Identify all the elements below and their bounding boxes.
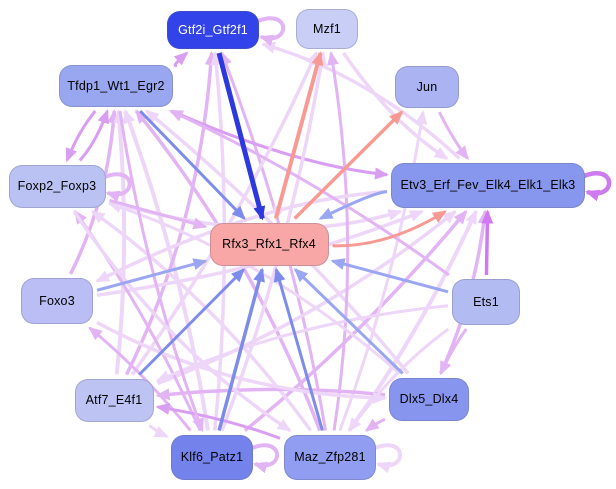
node-etv3[interactable]: Etv3_Erf_Fev_Elk4_Elk1_Elk3 [391,162,585,208]
edge-foxp2-tfdp1 [78,109,109,162]
edge-maz-rfx3 [273,267,324,431]
edge-tfdp1-rfx3 [139,109,246,220]
edge-foxo3-dlx5 [96,320,387,404]
edge-etv3-gtf2i [261,41,461,160]
edge-ets1-maz [348,327,450,433]
edge-dlx5-rfx3 [293,268,404,375]
edge-atf7-tfdp1 [113,109,127,375]
node-dlx5[interactable]: Dlx5_Dlx4 [389,377,469,421]
edge-atf7-rfx3 [138,268,246,376]
edge-rfx3-etv3 [332,210,447,248]
edge-ets1-dlx5 [439,328,468,376]
self-loop-etv3 [583,171,612,202]
edge-klf6-rfx3 [217,267,265,431]
node-jun[interactable]: Jun [395,66,459,108]
node-foxo3[interactable]: Foxo3 [21,278,93,324]
edge-tfdp1-etv3 [171,109,389,180]
edge-rfx3-mzf1 [273,51,324,220]
self-loop-klf6 [251,443,280,474]
node-mzf1[interactable]: Mzf1 [296,9,358,49]
edge-dlx5-maz [364,417,386,432]
node-klf6[interactable]: Klf6_Patz1 [171,434,253,480]
edge-tfdp1-gtf2i [173,51,189,68]
edge-tfdp1-foxp2 [65,110,97,163]
edge-foxo3-rfx3 [96,258,208,292]
node-ets1[interactable]: Ets1 [452,279,520,325]
edge-klf6-etv3 [243,209,468,432]
node-gtf2i[interactable]: Gtf2i_Gtf2f1 [167,11,259,49]
edge-maz-jun [338,110,428,432]
edge-atf7-mzf1 [130,51,318,376]
node-atf7[interactable]: Atf7_E4f1 [74,378,154,422]
edge-gtf2i-rfx3 [216,52,266,221]
edge-dlx5-atf7 [155,387,386,401]
self-loop-foxp2 [103,172,132,203]
node-rfx3[interactable]: Rfx3_Rfx1_Rfx4 [209,222,329,266]
self-loop-gtf2i [257,16,286,47]
edge-etv3-foxo3 [95,189,388,283]
edge-ets1-etv3 [481,209,494,276]
node-tfdp1[interactable]: Tfdp1_Wt1_Egr2 [59,65,173,107]
edge-klf6-foxo3 [88,326,192,432]
edge-rfx3-jun [293,110,404,220]
node-maz[interactable]: Maz_Zfp281 [284,434,376,480]
edge-etv3-rfx3 [318,190,388,220]
edge-foxp2-maz [72,210,292,432]
node-foxp2[interactable]: Foxp2_Foxp3 [8,164,106,208]
edge-ets1-rfx3 [330,258,449,294]
edge-maz-mzf1 [327,51,350,431]
edge-maz-foxp2 [90,210,313,432]
edge-foxp2-rfx3 [109,198,208,230]
edge-jun-etv3 [437,111,469,161]
edge-atf7-klf6 [148,424,169,438]
edge-tfdp1-klf6 [118,110,204,433]
edge-ets1-tfdp1 [168,109,450,277]
self-loop-maz [374,443,403,474]
